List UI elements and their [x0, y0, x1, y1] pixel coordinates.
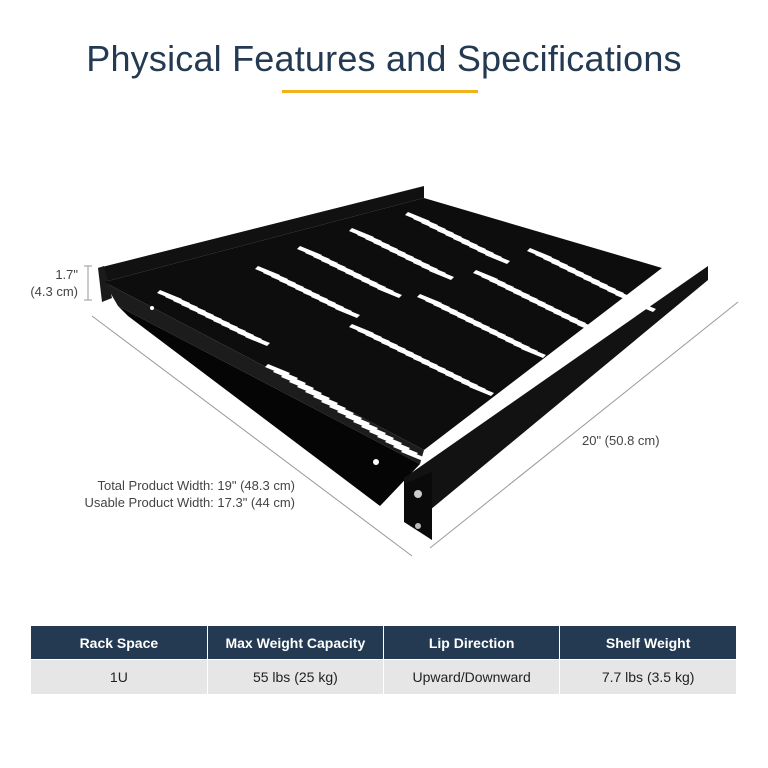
- mounting-ear: [404, 472, 432, 540]
- total-width: Total Product Width: 19" (48.3 cm): [97, 478, 295, 493]
- shelf-back-lip: [98, 186, 424, 282]
- shelf-bottom-flange: [118, 306, 420, 506]
- vent-slot: [577, 322, 602, 334]
- table-row: 1U 55 lbs (25 kg) Upward/Downward 7.7 lb…: [31, 659, 736, 694]
- title-underline: [282, 90, 478, 93]
- vent-slot: [429, 268, 454, 280]
- width-dimension-label: Total Product Width: 19" (48.3 cm) Usabl…: [40, 477, 295, 511]
- vent-slot: [335, 306, 360, 318]
- value-lip-direction: Upward/Downward: [383, 659, 561, 694]
- value-shelf-weight: 7.7 lbs (3.5 kg): [559, 659, 736, 694]
- shelf-front-edge: [104, 282, 424, 464]
- vent-slot: [377, 286, 402, 298]
- shelf-front-lip: [404, 266, 708, 540]
- mounting-hole: [414, 490, 422, 498]
- dimension-lines: [84, 265, 739, 557]
- header-max-weight-capacity: Max Weight Capacity: [207, 626, 385, 660]
- header-rack-space: Rack Space: [31, 626, 208, 660]
- vent-slot: [485, 252, 510, 264]
- mounting-hole: [415, 523, 421, 529]
- vent-slot: [521, 346, 546, 358]
- height-inches: 1.7": [55, 267, 78, 282]
- depth-dimension-label: 20" (50.8 cm): [582, 433, 660, 448]
- page-title: Physical Features and Specifications: [86, 38, 682, 79]
- usable-width: Usable Product Width: 17.3" (44 cm): [84, 495, 295, 510]
- vent-slot: [401, 449, 426, 461]
- value-rack-space: 1U: [31, 659, 208, 694]
- vent-slot: [631, 300, 656, 312]
- shelf-hole: [373, 459, 379, 465]
- vent-slot: [469, 384, 494, 396]
- table-header-row: Rack Space Max Weight Capacity Lip Direc…: [31, 626, 736, 660]
- height-dimension-label: 1.7" (4.3 cm): [20, 266, 78, 300]
- specifications-table: Rack Space Max Weight Capacity Lip Direc…: [31, 626, 736, 694]
- value-max-weight-capacity: 55 lbs (25 kg): [207, 659, 385, 694]
- vent-slot: [245, 334, 270, 346]
- height-centimeters: (4.3 cm): [30, 284, 78, 299]
- header-shelf-weight: Shelf Weight: [559, 626, 736, 660]
- ventilation-slots: [157, 212, 656, 461]
- shelf-left-lip: [98, 266, 112, 302]
- rack-shelf-image: [84, 186, 739, 557]
- header-lip-direction: Lip Direction: [383, 626, 561, 660]
- shelf-surface: [104, 198, 662, 450]
- shelf-hole: [150, 306, 154, 310]
